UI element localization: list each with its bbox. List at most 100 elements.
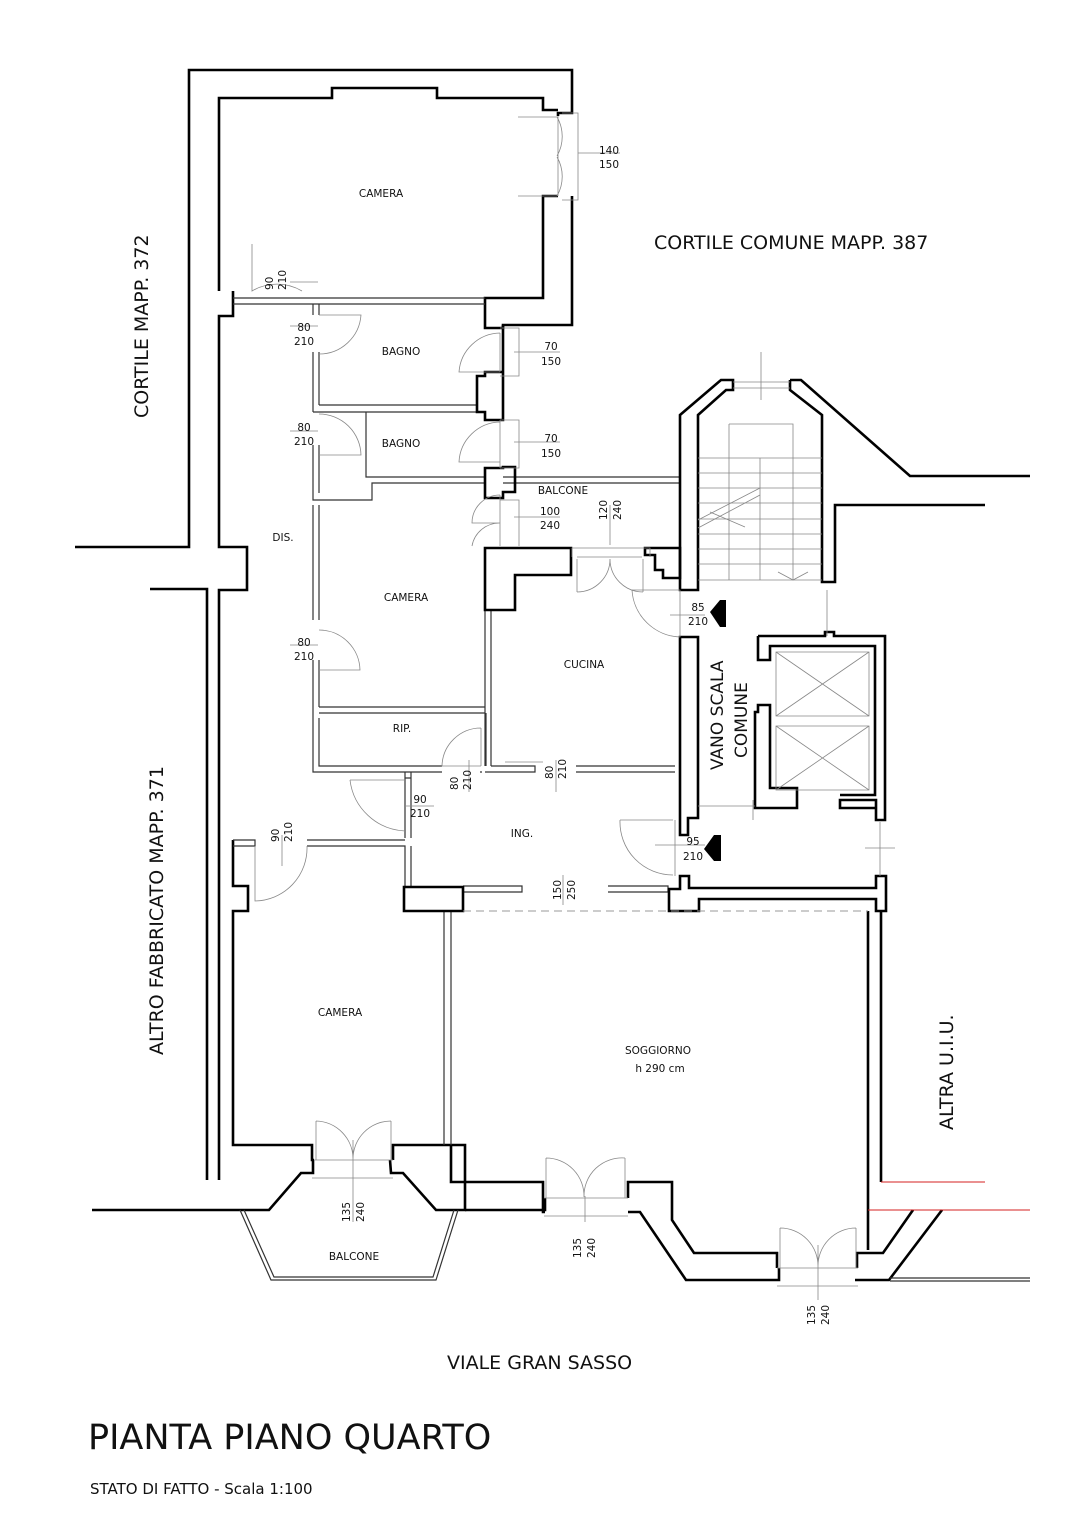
- svg-text:70: 70: [544, 433, 557, 445]
- soggiorno-left-wall: [443, 911, 452, 1145]
- cucina-bottom-wall: [576, 765, 675, 773]
- svg-text:210: 210: [294, 436, 314, 448]
- svg-text:210: 210: [688, 616, 708, 628]
- label-altro-fabbricato-371: ALTRO FABBRICATO MAPP. 371: [146, 766, 168, 1055]
- structural-masses: [402, 325, 682, 913]
- svg-text:135: 135: [572, 1238, 584, 1258]
- svg-text:210: 210: [277, 270, 289, 290]
- perimeter-walls: [75, 68, 944, 1282]
- dis-left-wall: [217, 291, 249, 1180]
- door-swings: [251, 112, 858, 1300]
- svg-text:150: 150: [599, 159, 619, 171]
- stairwell: [667, 352, 1030, 913]
- svg-text:150: 150: [552, 880, 564, 900]
- ing-left-pier: [402, 885, 465, 913]
- door-bagno2: [318, 413, 362, 456]
- room-label-cucina: CUCINA: [564, 659, 605, 671]
- room-label-ing: ING.: [511, 828, 533, 840]
- room-height-soggiorno: h 290 cm: [635, 1063, 684, 1075]
- soggiorno-bottom-right-wall: [855, 1209, 944, 1282]
- dim-camera-top-door: 90 210: [264, 270, 289, 290]
- elevator-shaft: [753, 630, 887, 822]
- svg-text:100: 100: [540, 506, 560, 518]
- opening-dimensions: 140 150 90 210 80 210 70 150 80 210 70 1…: [264, 145, 832, 1325]
- door-camera-bottom: [254, 845, 308, 902]
- cucina-corner-mass: [483, 546, 573, 612]
- door-camera-bottom-balcony: [312, 1120, 393, 1222]
- dim-soggiorno-opening: 150 250: [552, 880, 578, 900]
- svg-text:135: 135: [341, 1202, 353, 1222]
- door-bagno1: [318, 314, 362, 355]
- soggiorno-bottom-projection: [465, 1180, 781, 1282]
- door-dis: [349, 779, 406, 832]
- door-stair-upper: [631, 589, 681, 638]
- neighbor-boundary: [868, 1181, 1030, 1282]
- dim-lines: [281, 152, 705, 905]
- label-street: VIALE GRAN SASSO: [447, 1352, 632, 1374]
- dim-stair-entrance-lower: 95 210: [683, 836, 703, 863]
- dim-soggiorno-window-right: 135 240: [806, 1305, 832, 1325]
- label-vano-scala: VANO SCALA COMUNE: [708, 660, 752, 770]
- svg-text:90: 90: [264, 277, 276, 290]
- soggiorno-bottom-wall: [449, 1145, 545, 1214]
- dim-rip-door: 80 210: [449, 770, 474, 790]
- stair-window: [733, 352, 790, 400]
- stair-landing-lines: [698, 590, 895, 876]
- window-bagno1: [458, 327, 520, 377]
- svg-text:80: 80: [297, 637, 310, 649]
- svg-text:80: 80: [297, 422, 310, 434]
- svg-text:210: 210: [410, 808, 430, 820]
- window-bagno2: [458, 419, 520, 469]
- balcone-top-rail: [503, 476, 680, 484]
- dim-cucina-balcony-door: 120 240: [598, 500, 624, 520]
- svg-text:80: 80: [544, 766, 556, 779]
- label-cortile-372: CORTILE MAPP. 372: [131, 234, 153, 418]
- room-label-rip: RIP.: [393, 723, 411, 735]
- svg-text:COMUNE: COMUNE: [732, 682, 752, 758]
- svg-text:210: 210: [557, 759, 569, 779]
- room-label-dis: DIS.: [272, 532, 293, 544]
- svg-text:210: 210: [294, 336, 314, 348]
- svg-text:70: 70: [544, 341, 557, 353]
- room-label-camera-top: CAMERA: [359, 188, 404, 200]
- room-label-camera-mid: CAMERA: [384, 592, 429, 604]
- room-label-soggiorno: SOGGIORNO: [625, 1045, 691, 1057]
- drawing-subtitle: STATO DI FATTO - Scala 1:100: [90, 1480, 313, 1498]
- stair-landing-left-wall: [678, 635, 700, 837]
- dim-cucina-door: 80 210: [544, 759, 569, 779]
- window-soggiorno-right: [777, 1227, 858, 1300]
- room-labels: CAMERA BAGNO BAGNO BALCONE DIS. CAMERA C…: [272, 188, 691, 1263]
- room-label-camera-bottom: CAMERA: [318, 1007, 363, 1019]
- bagno1-window-pier: [475, 325, 505, 422]
- dim-bagno2-window: 70 150: [541, 433, 561, 460]
- inner-wall-left-upper: [217, 86, 558, 291]
- svg-text:240: 240: [540, 520, 560, 532]
- dim-soggiorno-window-left: 135 240: [572, 1238, 598, 1258]
- dim-stair-entrance-upper: 85 210: [688, 602, 708, 628]
- door-stair-lower: [619, 819, 676, 876]
- svg-text:210: 210: [683, 851, 703, 863]
- bagno1-top-wall: [233, 297, 485, 305]
- dim-camera-mid-door: 80 210: [294, 637, 314, 663]
- label-altra-uiu: ALTRA U.I.U.: [936, 1014, 958, 1130]
- outer-wall-left-upper: [75, 68, 574, 549]
- svg-text:85: 85: [691, 602, 704, 614]
- camera-mid-left-wall: [312, 505, 320, 713]
- svg-text:150: 150: [541, 356, 561, 368]
- stair-bottom-wall: [667, 874, 888, 913]
- door-camera-top: [251, 244, 303, 292]
- drawing-title: PIANTA PIANO QUARTO: [88, 1418, 491, 1458]
- svg-text:95: 95: [686, 836, 699, 848]
- stair-treads: [697, 423, 822, 581]
- outer-wall-left-lower: [150, 587, 209, 1180]
- window-soggiorno-left: [544, 1157, 628, 1222]
- svg-text:120: 120: [598, 500, 610, 520]
- svg-text:250: 250: [566, 880, 578, 900]
- camera-mid-bottom-wall: [319, 706, 485, 714]
- svg-text:210: 210: [294, 651, 314, 663]
- svg-text:90: 90: [270, 829, 282, 842]
- soggiorno-right-wall: [866, 911, 883, 1250]
- dim-bagno2-door: 80 210: [294, 422, 314, 448]
- balcony-bottom-projection-right: [388, 1143, 467, 1212]
